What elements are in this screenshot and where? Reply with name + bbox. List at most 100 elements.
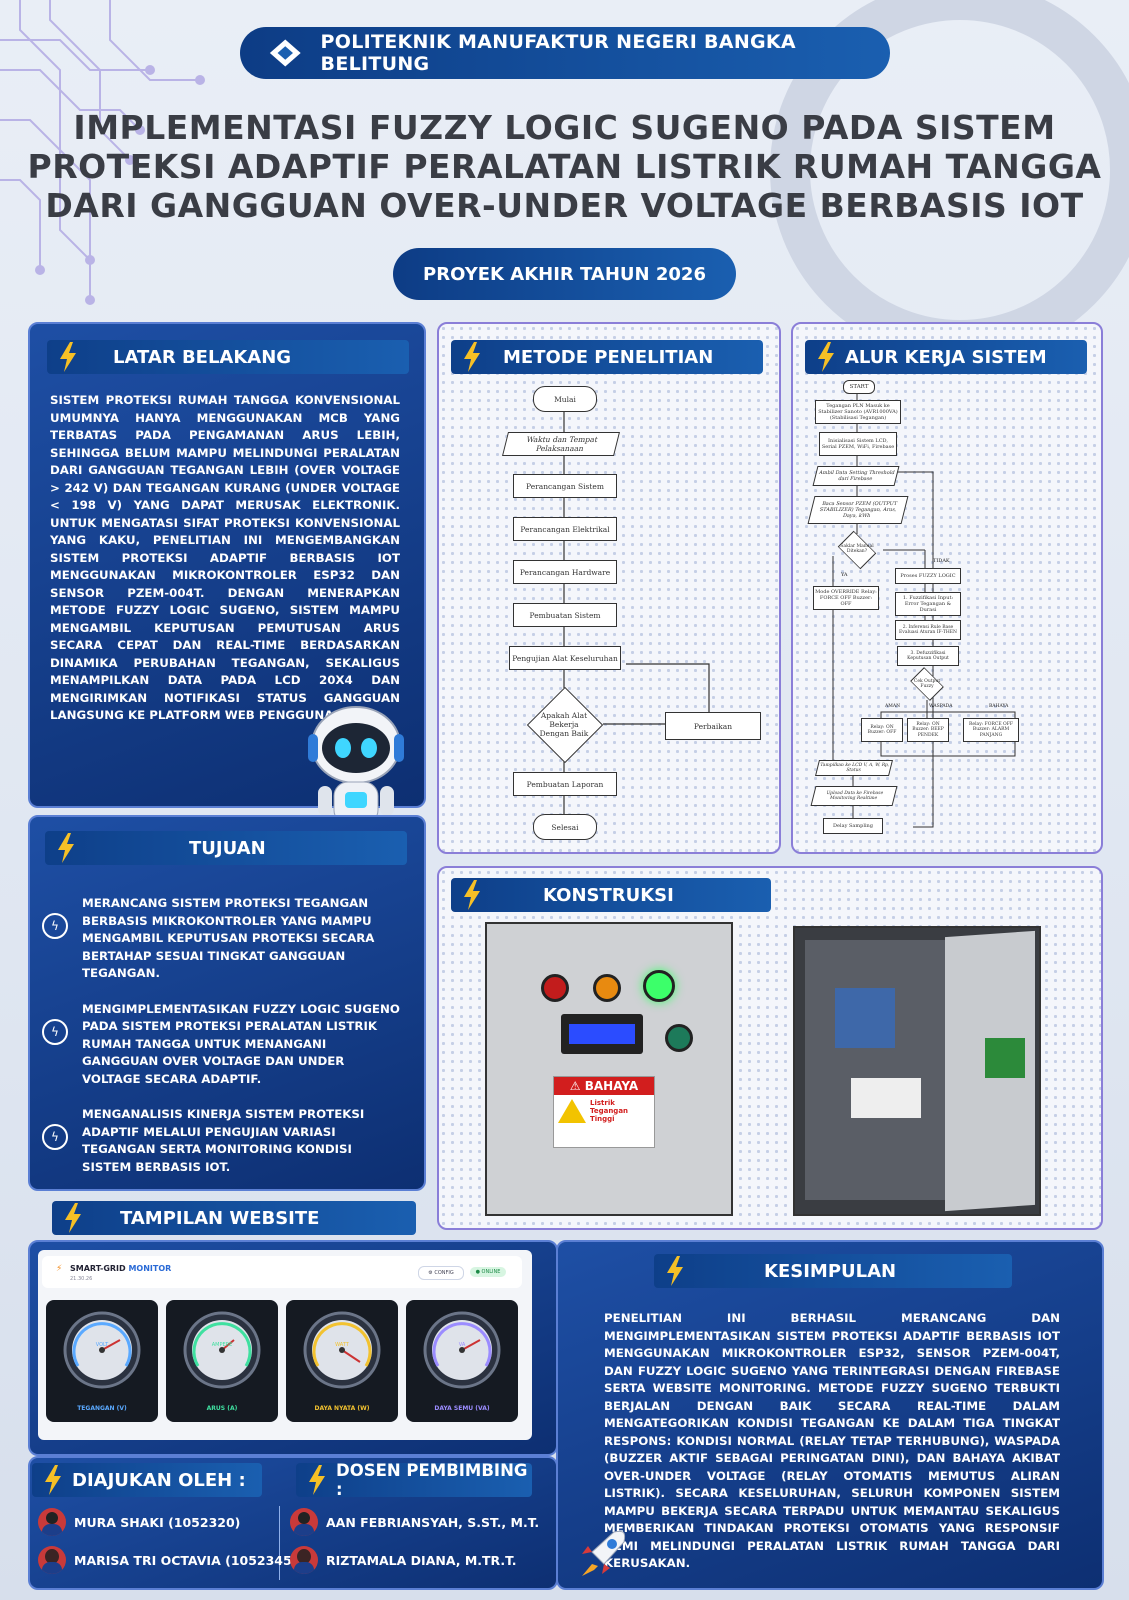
- indicator-lamp-red: [541, 974, 569, 1002]
- app-logo-icon: ⚡: [56, 1264, 63, 1274]
- kesimpulan-panel: KESIMPULAN PENELITIAN INI BERHASIL MERAN…: [556, 1240, 1104, 1590]
- flow-step-perbaikan: Perbaikan: [665, 712, 761, 740]
- metode-panel: METODE PENELITIAN Mulai Waktu dan Tempat…: [437, 322, 781, 854]
- lightning-icon: [464, 880, 480, 910]
- gauge-name: WATT: [335, 1342, 349, 1348]
- tujuan-item: ϟ MERANCANG SISTEM PROTEKSI TEGANGAN BER…: [42, 895, 404, 983]
- avatar: [290, 1546, 318, 1574]
- institution-banner: POLITEKNIK MANUFAKTUR NEGERI BANGKA BELI…: [240, 27, 890, 79]
- flow-step-perancangan-elektrikal: Perancangan Elektrikal: [513, 517, 617, 541]
- konstruksi-panel: KONSTRUKSI ⚠ BAHAYA Listrik Tegangan Tin…: [437, 866, 1103, 1230]
- rocket-icon: [582, 1530, 626, 1576]
- tujuan-list: ϟ MERANCANG SISTEM PROTEKSI TEGANGAN BER…: [42, 895, 404, 1194]
- clock-text: 21.30.26: [70, 1276, 93, 1282]
- flow-step-perancangan-sistem: Perancangan Sistem: [513, 474, 617, 498]
- tujuan-item: ϟ MENGANALISIS KINERJA SISTEM PROTEKSI A…: [42, 1106, 404, 1176]
- indicator-lamp-green: [643, 970, 675, 1002]
- flow-step-laporan: Pembuatan Laporan: [513, 772, 617, 796]
- institution-name: POLITEKNIK MANUFAKTUR NEGERI BANGKA BELI…: [320, 31, 796, 75]
- alur-node: Upload Data ke Firebase Monitoring Realt…: [810, 786, 898, 806]
- student-1: MURA SHAKI (1052320): [38, 1508, 240, 1536]
- panel-front-photo: ⚠ BAHAYA Listrik Tegangan Tinggi: [485, 922, 733, 1216]
- gauge-label: ARUS (A): [206, 1405, 238, 1412]
- alur-node: Baca Sensor PZEM (OUTPUT STABILIZER) Teg…: [807, 496, 909, 524]
- alur-node: Tegangan PLN Masuk ke Stabilizer Sanoto …: [815, 400, 901, 424]
- alur-node: Relay: FORCE OFF Buzzer: ALARM PANJANG: [963, 718, 1019, 742]
- lightning-icon: [818, 342, 834, 372]
- gauge-name: VA: [458, 1342, 466, 1348]
- kesimpulan-heading: KESIMPULAN: [654, 1254, 1012, 1288]
- alur-node: Delay Sampling: [823, 818, 883, 834]
- tujuan-item: ϟ MENGIMPLEMENTASIKAN FUZZY LOGIC SUGENO…: [42, 1001, 404, 1089]
- flow-step-pembuatan-sistem: Pembuatan Sistem: [513, 603, 617, 627]
- status-badge: ● ONLINE: [470, 1267, 506, 1277]
- alur-decision: Saklar Manual Ditekan?: [831, 530, 883, 570]
- avatar: [38, 1508, 66, 1536]
- indicator-lamp-orange: [593, 974, 621, 1002]
- latar-belakang-heading: LATAR BELAKANG: [47, 340, 409, 374]
- website-heading: TAMPILAN WEBSITE: [52, 1201, 416, 1235]
- bolt-circle-icon: ϟ: [42, 1018, 68, 1045]
- tujuan-panel: TUJUAN ϟ MERANCANG SISTEM PROTEKSI TEGAN…: [28, 815, 426, 1191]
- tujuan-heading: TUJUAN: [45, 831, 407, 865]
- alur-node: 2. Inferensi Rule Base Evaluasi Aturan I…: [895, 620, 961, 640]
- alur-label-ya: YA: [841, 572, 848, 578]
- warning-sign: ⚠ BAHAYA Listrik Tegangan Tinggi: [553, 1076, 655, 1148]
- metode-flow-lines: [563, 410, 710, 814]
- panel-inside-photo: [793, 926, 1041, 1216]
- gauge-dial-icon: [183, 1311, 261, 1389]
- config-button[interactable]: ⚙ CONFIG: [418, 1266, 464, 1280]
- latar-belakang-text: SISTEM PROTEKSI RUMAH TANGGA KONVENSIONA…: [50, 393, 400, 722]
- lightning-icon: [65, 1203, 81, 1233]
- gauge-label: DAYA SEMU (VA): [434, 1405, 490, 1412]
- lightning-icon: [464, 342, 480, 372]
- robot-mascot-icon: [308, 706, 404, 825]
- project-year-badge: PROYEK AKHIR TAHUN 2026: [393, 248, 736, 300]
- gauge-label: TEGANGAN (V): [77, 1405, 127, 1412]
- push-button-green: [665, 1024, 693, 1052]
- gauge-card: AMPERE ARUS (A): [166, 1300, 278, 1422]
- lecturer-2: RIZTAMALA DIANA, M.TR.T.: [290, 1546, 517, 1574]
- lightning-icon: [309, 1465, 325, 1495]
- lightning-icon: [58, 833, 74, 863]
- flow-step-pengujian: Pengujian Alat Keseluruhan: [509, 646, 621, 670]
- alur-node: 1. Fuzzifikasi Input: Error Tegangan & D…: [895, 592, 961, 616]
- alur-decision-output: Cek Output Fuzzy: [905, 667, 949, 701]
- lecturer-1: AAN FEBRIANSYAH, S.ST., M.T.: [290, 1508, 539, 1536]
- website-topbar: ⚡ SMART-GRID MONITOR 21.30.26 ⚙ CONFIG ●…: [42, 1256, 522, 1288]
- alur-label-bahaya: BAHAYA: [989, 704, 1009, 709]
- gauge-dial-icon: [423, 1311, 501, 1389]
- gauge-card: VA DAYA SEMU (VA): [406, 1300, 518, 1422]
- konstruksi-heading: KONSTRUKSI: [451, 878, 771, 912]
- flow-step-waktu: Waktu dan Tempat Pelaksanaan: [502, 432, 620, 456]
- diajukan-heading: DIAJUKAN OLEH :: [32, 1463, 262, 1497]
- alur-node: 3. Defuzzifikasi Keputusan Output: [897, 646, 959, 666]
- gauge-label: DAYA NYATA (W): [314, 1405, 370, 1412]
- alur-node: Proses FUZZY LOGIC: [895, 568, 961, 584]
- alur-heading: ALUR KERJA SISTEM: [805, 340, 1087, 374]
- alur-node: Inisialisasi Sistem LCD, Serial PZEM, Wi…: [819, 432, 897, 456]
- bolt-circle-icon: ϟ: [42, 1124, 68, 1150]
- flow-step-mulai: Mulai: [533, 386, 597, 412]
- flow-decision: Apakah Alat Bekerja Dengan Baik: [526, 686, 604, 764]
- latar-belakang-panel: LATAR BELAKANG SISTEM PROTEKSI RUMAH TAN…: [28, 322, 426, 825]
- institution-logo-icon: [269, 39, 301, 67]
- poster-title: IMPLEMENTASI FUZZY LOGIC SUGENO PADA SIS…: [27, 108, 1102, 225]
- gauge-name: AMPERE: [211, 1342, 233, 1348]
- avatar: [38, 1546, 66, 1574]
- avatar: [290, 1508, 318, 1536]
- kesimpulan-text: PENELITIAN INI BERHASIL MERANCANG DAN ME…: [604, 1311, 1060, 1570]
- team-divider: [279, 1506, 280, 1580]
- alur-node: Relay: ON Buzzer: OFF: [861, 718, 903, 742]
- alur-start: START: [843, 380, 875, 394]
- alur-node: Ambil Data Setting Threshold dari Fireba…: [812, 466, 900, 486]
- alur-label-waspada: WASPADA: [929, 704, 953, 709]
- student-2: MARISA TRI OCTAVIA (1052345): [38, 1546, 297, 1574]
- gauge-card: WATT DAYA NYATA (W): [286, 1300, 398, 1422]
- lightning-icon: [45, 1465, 61, 1495]
- gauge-dial-icon: [63, 1311, 141, 1389]
- alur-node: Relay: ON Buzzer: BEEP PENDEK: [907, 718, 949, 742]
- circuit-background: [0, 0, 1129, 330]
- high-voltage-icon: [558, 1099, 586, 1123]
